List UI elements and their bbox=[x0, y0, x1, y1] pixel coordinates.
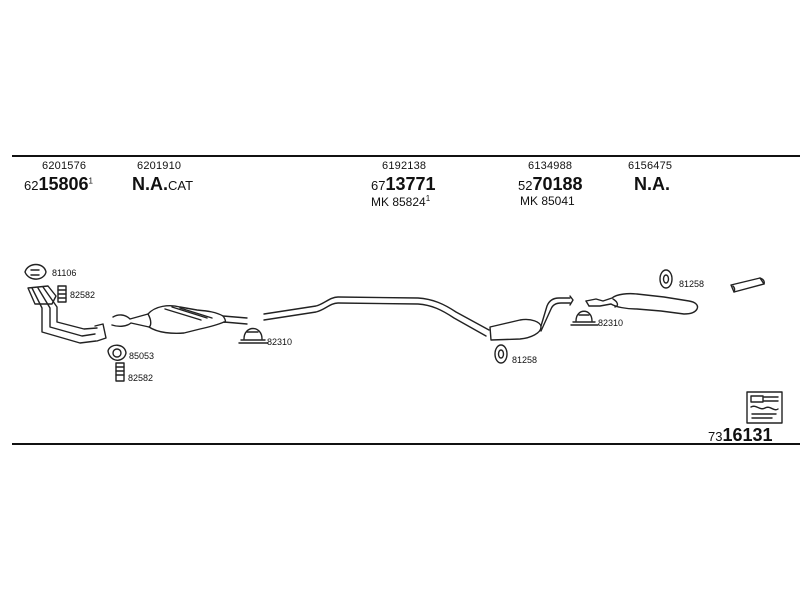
clamp-82310-left bbox=[238, 327, 269, 344]
na-text: N.A. bbox=[132, 174, 168, 194]
tailpipe-tip bbox=[730, 277, 765, 293]
na-label-col5: N.A. bbox=[634, 174, 670, 194]
part-number-col3: 6192138 bbox=[382, 160, 427, 172]
top-rule bbox=[12, 155, 800, 157]
document-prefix: 73 bbox=[708, 429, 723, 444]
reference-number-col1: 62158061 bbox=[24, 174, 93, 195]
reference-number-col3: 6713771 bbox=[371, 174, 436, 195]
bottom-rule bbox=[12, 443, 800, 445]
rear-muffler bbox=[585, 292, 699, 315]
cat-suffix: CAT bbox=[168, 178, 194, 193]
mk-superscript: 1 bbox=[425, 194, 431, 203]
reference-prefix: 67 bbox=[371, 178, 386, 193]
part-number-col5: 6156475 bbox=[628, 160, 673, 172]
reference-main: 13771 bbox=[385, 174, 436, 194]
part-label-81106: 81106 bbox=[52, 268, 77, 278]
part-label-81258-middle: 81258 bbox=[512, 355, 538, 365]
flange-gasket-81106 bbox=[24, 263, 47, 280]
part-label-82310-right: 82310 bbox=[598, 318, 624, 328]
part-number-col4: 6134988 bbox=[528, 160, 573, 172]
reference-superscript: 1 bbox=[88, 176, 93, 186]
document-main: 16131 bbox=[722, 425, 773, 445]
reference-number-col4: 5270188 bbox=[518, 174, 583, 195]
diagram-document-number: 7316131 bbox=[708, 425, 773, 446]
part-label-82310-left: 82310 bbox=[267, 337, 293, 347]
mk-number-col4: MK 85041 bbox=[520, 194, 575, 208]
part-label-82582-bottom: 82582 bbox=[128, 373, 154, 383]
part-number-col1: 6201576 bbox=[42, 160, 87, 172]
clamp-82310-right bbox=[570, 310, 599, 326]
reference-main: 70188 bbox=[532, 174, 583, 194]
mount-81258-right bbox=[659, 269, 673, 289]
part-number-col2: 6201910 bbox=[137, 160, 182, 172]
middle-muffler bbox=[489, 295, 574, 341]
bolt-set-82582-bottom bbox=[115, 362, 125, 382]
intermediate-pipe bbox=[263, 296, 490, 337]
reference-prefix: 52 bbox=[518, 178, 533, 193]
gasket-85053 bbox=[107, 344, 127, 361]
catalytic-converter bbox=[111, 305, 248, 335]
document-icon bbox=[746, 391, 783, 424]
mount-81258-middle bbox=[494, 344, 508, 364]
part-label-82582-top: 82582 bbox=[70, 290, 96, 300]
part-label-81258-right: 81258 bbox=[679, 279, 705, 289]
na-label-col2: N.A.CAT bbox=[132, 174, 193, 195]
bolt-set-82582-top bbox=[57, 285, 67, 303]
part-label-85053: 85053 bbox=[129, 351, 155, 361]
mk-number-col3: MK 858241 bbox=[371, 194, 430, 209]
reference-prefix: 62 bbox=[24, 178, 39, 193]
front-downpipe bbox=[27, 285, 107, 344]
mk-text: MK 85824 bbox=[371, 195, 426, 209]
reference-main: 15806 bbox=[38, 174, 89, 194]
